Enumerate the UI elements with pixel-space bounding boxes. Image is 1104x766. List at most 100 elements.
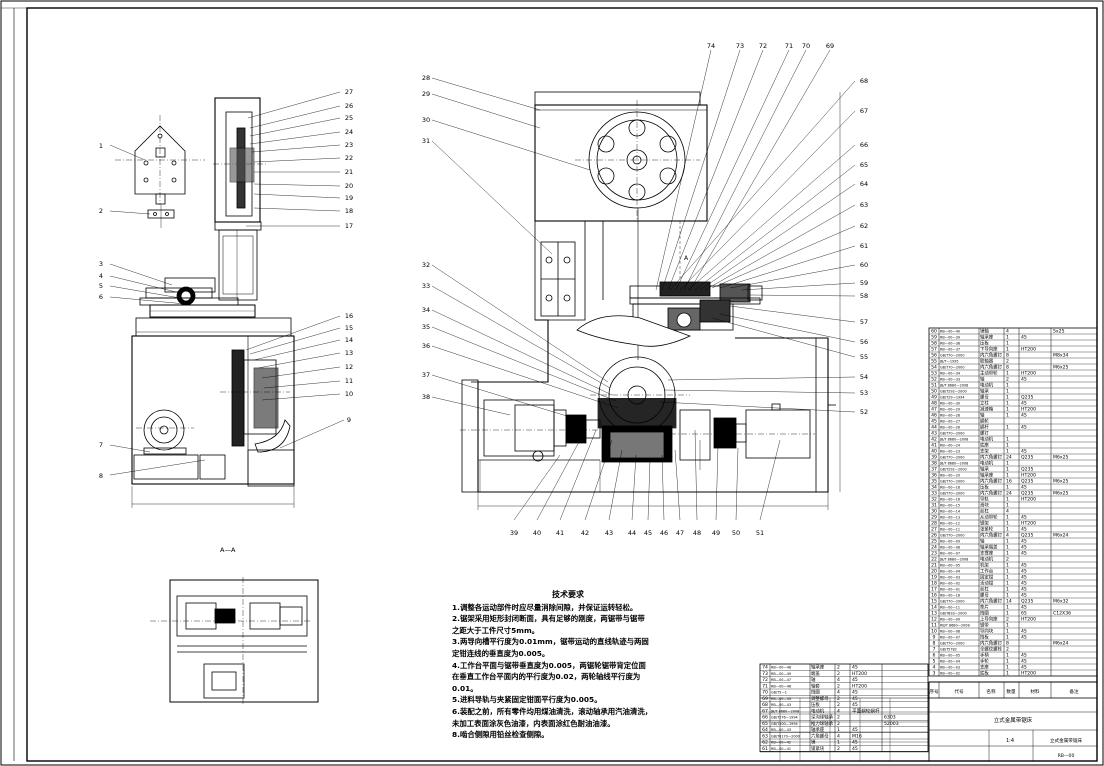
balloon-number: 44 xyxy=(628,529,636,537)
balloon-number: 70 xyxy=(802,42,810,50)
bom-qty: 1 xyxy=(1006,538,1009,544)
bom-qty: 14 xyxy=(1006,598,1012,604)
balloon-number: 42 xyxy=(581,529,589,537)
bom-no: 37 xyxy=(931,466,937,472)
bom-code: GB/T70—2000 xyxy=(940,641,965,645)
bom-name: 内六角螺钉 xyxy=(980,351,1003,358)
bom-code: JB/T 8680—2008 xyxy=(770,709,799,713)
bom-note: M6x32 xyxy=(1053,598,1069,604)
bom-name: 立柱 xyxy=(980,399,989,406)
bom-no: 48 xyxy=(931,400,937,406)
balloon-number: 29 xyxy=(422,90,430,98)
balloon-number: 65 xyxy=(860,161,868,169)
bom-code: RB—00—18 xyxy=(940,485,960,489)
bom-qty: 1 xyxy=(1006,424,1009,430)
bom-name: 手柄 xyxy=(980,651,989,658)
bom-code: RB—00—33 xyxy=(940,377,960,381)
bom-code: RB—00—48 xyxy=(771,666,791,670)
balloon-number: 61 xyxy=(860,242,868,250)
bom-no: 21 xyxy=(931,562,937,568)
bom-name: 轴承端盖 xyxy=(980,543,998,550)
bom-name: 端盖 xyxy=(811,670,820,677)
bom-qty: 2 xyxy=(837,671,840,677)
bom-note: M8x34 xyxy=(1053,352,1069,358)
bom-qty: 8 xyxy=(1006,364,1009,370)
bom-code: GB/T29—1994 xyxy=(940,395,965,399)
technical-notes: 技术要求 1.调整各运动部件时应尽量消除间隙，并保证运转轻松。 2.锯架采用矩形… xyxy=(452,589,714,741)
note-line: 1.调整各运动部件时应尽量消除间隙，并保证运转轻松。 xyxy=(452,602,638,612)
bom-name: 工作台 xyxy=(980,567,994,574)
bom-name: 固定钳 xyxy=(980,573,994,580)
bom-qty: 8 xyxy=(1006,352,1009,358)
bom-material: 45 xyxy=(852,665,858,671)
bom-name: 轴套 xyxy=(811,682,820,689)
balloon-number: 21 xyxy=(345,168,353,176)
bom-no: 5 xyxy=(933,658,936,664)
bom-material: 45 xyxy=(1021,604,1027,610)
bom-material: 45 xyxy=(1021,514,1027,520)
bom-qty: 1 xyxy=(1006,658,1009,664)
bom-no: 55 xyxy=(931,358,937,364)
bom-name: 支撑座 xyxy=(980,549,994,556)
bom-no: 42 xyxy=(931,436,937,442)
front-view-leaders xyxy=(431,49,856,521)
bom-qty: 2 xyxy=(837,715,840,721)
bom-material: 45 xyxy=(1021,526,1027,532)
technical-notes-title: 技术要求 xyxy=(552,590,584,599)
bom-qty: 4 xyxy=(1006,508,1009,514)
bom-material: 45 xyxy=(1021,544,1027,550)
bom-material: 45 xyxy=(1021,664,1027,670)
bom-code: RB—00—42 xyxy=(771,741,791,745)
balloon-number: 40 xyxy=(533,529,541,537)
bom-qty: 1 xyxy=(1006,406,1009,412)
bom-material: 45 xyxy=(1021,448,1027,454)
balloon-number: 2 xyxy=(99,207,103,215)
bom-qty: 2 xyxy=(1006,616,1009,622)
bom-code: GB/T70—2000 xyxy=(940,599,965,603)
note-line: 在垂直工作台平面内的平行度为0.02，两轮轴线平行度为 xyxy=(452,672,641,682)
bom-no: 51 xyxy=(931,382,937,388)
bom-no: 40 xyxy=(931,448,937,454)
bom-no: 19 xyxy=(931,574,937,580)
balloon-number: 18 xyxy=(345,207,353,215)
bom-no: 71 xyxy=(762,683,768,689)
bom-no: 26 xyxy=(931,532,937,538)
bom-material: 45 xyxy=(1021,628,1027,634)
title-header-col: 备注 xyxy=(1069,688,1079,695)
bom-name: 电动机 xyxy=(980,435,994,442)
bom-no: 30 xyxy=(931,508,937,514)
bom-qty: 1 xyxy=(1006,526,1009,532)
bom-code: RB—00—08 xyxy=(940,545,960,549)
bom-name: 轴 xyxy=(811,676,816,683)
bom-material: 平面蜗轮蜗杆 xyxy=(852,707,880,714)
bom-code: RB—00—44 xyxy=(771,697,791,701)
bom-no: 36 xyxy=(931,472,937,478)
bom-code: RB—00—30 xyxy=(940,401,960,405)
bom-code: GB/T300—1994 xyxy=(771,722,798,726)
bom-no: 10 xyxy=(931,628,937,634)
bom-name: 导轨 xyxy=(980,495,989,502)
bom-name: 电动机 xyxy=(980,381,994,388)
bom-name: 内六角螺钉 xyxy=(980,597,1003,604)
bom-name: 轴 xyxy=(980,411,985,418)
bom-code: RB—00—24 xyxy=(940,443,960,447)
bom-qty: 1 xyxy=(1006,610,1009,616)
bom-no: 64 xyxy=(762,727,768,733)
bom-code: GB/T70—2000 xyxy=(940,491,965,495)
